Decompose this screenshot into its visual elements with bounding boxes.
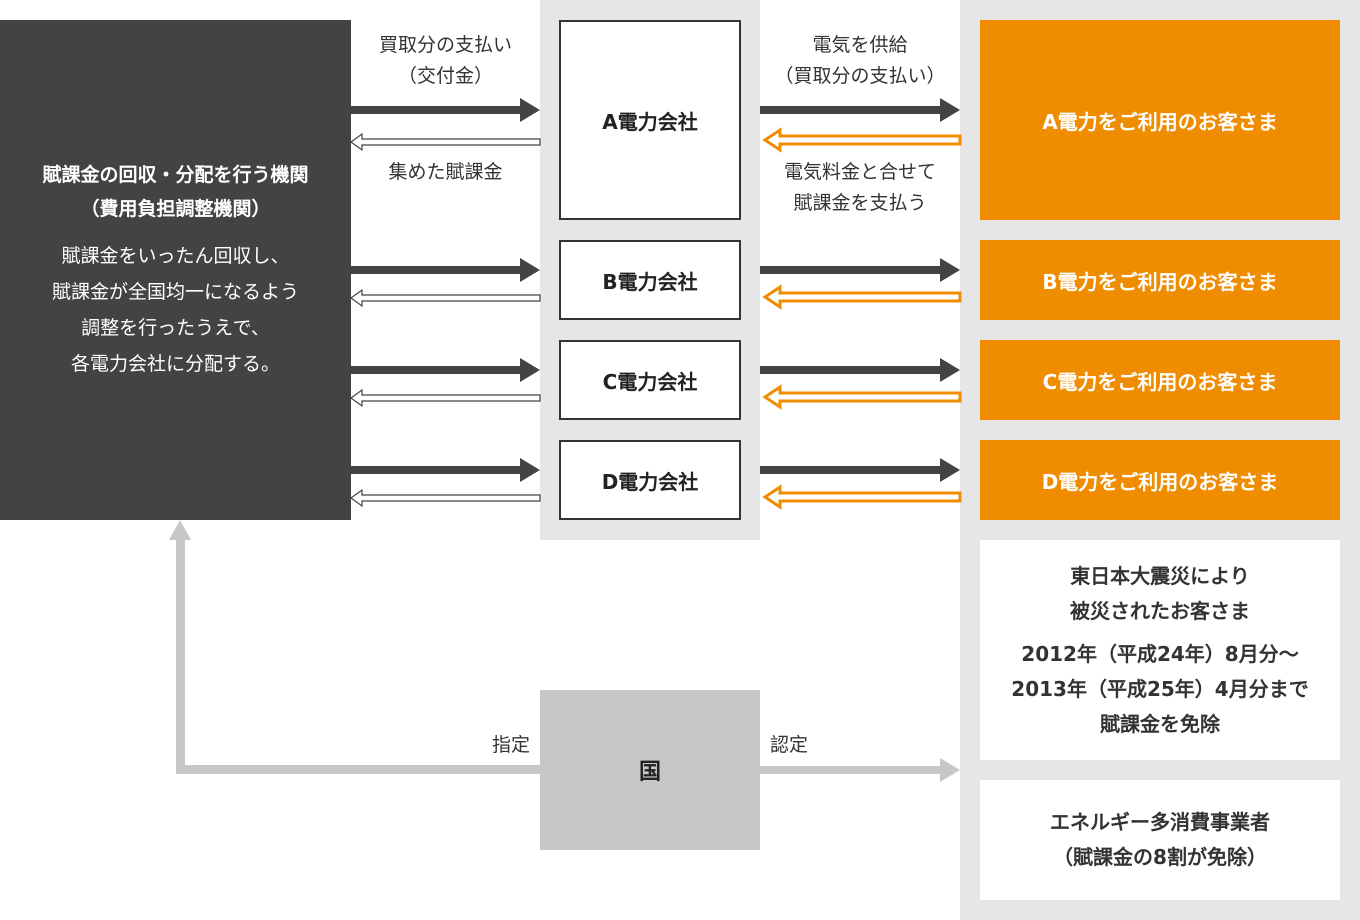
supply-arrows-to-customers	[760, 98, 960, 482]
designation-arrow	[169, 520, 540, 774]
company-a-box: A電力会社	[559, 20, 741, 220]
arrow-company-b-to-agency	[349, 288, 541, 308]
collected-levy-label: 集めた賦課金	[388, 161, 503, 183]
customer-b-box: B電力をご利用のお客さま	[980, 240, 1340, 320]
disaster-exemption-detail: 2012年（平成24年）8月分〜 2013年（平成25年）4月分まで 賦課金を免…	[1011, 641, 1309, 736]
agency-description: 賦課金をいったん回収し、 賦課金が全国均一になるよう 調整を行ったうえで、 各電…	[51, 245, 299, 375]
arrow-agency-to-company-d	[351, 458, 540, 482]
purchase-payment-label: 買取分の支払い （交付金）	[378, 34, 512, 87]
company-c-label: C電力会社	[602, 369, 698, 394]
arrow-company-b-to-customer	[760, 258, 960, 282]
arrow-company-d-to-agency	[349, 488, 541, 508]
arrow-customer-c-to-company	[762, 384, 962, 410]
disaster-exemption-box: 東日本大震災により 被災されたお客さま 2012年（平成24年）8月分〜 201…	[980, 540, 1340, 760]
government-box: 国	[540, 690, 760, 850]
arrow-agency-to-company-c	[351, 358, 540, 382]
customer-c-box: C電力をご利用のお客さま	[980, 340, 1340, 420]
certification-arrow	[760, 758, 960, 782]
arrow-agency-to-company-a	[351, 98, 540, 122]
company-d-box: D電力会社	[559, 440, 741, 520]
company-b-box: B電力会社	[559, 240, 741, 320]
customer-d-label: D電力をご利用のお客さま	[1041, 469, 1279, 494]
levy-agency-box: 賦課金の回収・分配を行う機関 （費用負担調整機関） 賦課金をいったん回収し、 賦…	[0, 20, 351, 520]
energy-intensive-exemption-label: エネルギー多消費事業者 （賦課金の8割が免除）	[1050, 810, 1270, 869]
arrow-company-a-to-agency	[349, 132, 541, 152]
company-d-label: D電力会社	[601, 469, 699, 494]
arrow-customer-a-to-company	[762, 127, 962, 153]
customer-a-box: A電力をご利用のお客さま	[980, 20, 1340, 220]
company-a-label: A電力会社	[602, 109, 698, 134]
arrow-company-c-to-customer	[760, 358, 960, 382]
arrow-customer-b-to-company	[762, 284, 962, 310]
arrow-company-a-to-customer	[760, 98, 960, 122]
certification-label: 認定	[770, 734, 809, 756]
levy-arrows-to-agency	[349, 132, 541, 508]
disaster-exemption-title: 東日本大震災により 被災されたお客さま	[1070, 563, 1250, 623]
company-b-label: B電力会社	[602, 269, 698, 294]
customer-d-box: D電力をご利用のお客さま	[980, 440, 1340, 520]
customer-b-label: B電力をご利用のお客さま	[1042, 269, 1278, 294]
energy-intensive-exemption-box: エネルギー多消費事業者 （賦課金の8割が免除）	[980, 780, 1340, 900]
arrow-customer-d-to-company	[762, 484, 962, 510]
arrow-company-d-to-customer	[760, 458, 960, 482]
arrow-agency-to-company-b	[351, 258, 540, 282]
payment-arrows-to-companies	[351, 98, 540, 482]
designation-label: 指定	[491, 734, 530, 756]
supply-electricity-label: 電気を供給 （買取分の支払い）	[774, 34, 946, 87]
company-c-box: C電力会社	[559, 340, 741, 420]
customer-c-label: C電力をご利用のお客さま	[1042, 369, 1278, 394]
government-label: 国	[638, 760, 661, 785]
arrow-company-c-to-agency	[349, 388, 541, 408]
pay-levy-label: 電気料金と合せて 賦課金を支払う	[783, 161, 936, 214]
agency-title: 賦課金の回収・分配を行う機関 （費用負担調整機関）	[42, 164, 309, 220]
customer-a-label: A電力をご利用のお客さま	[1042, 109, 1278, 134]
levy-arrows-from-customers	[762, 127, 962, 510]
